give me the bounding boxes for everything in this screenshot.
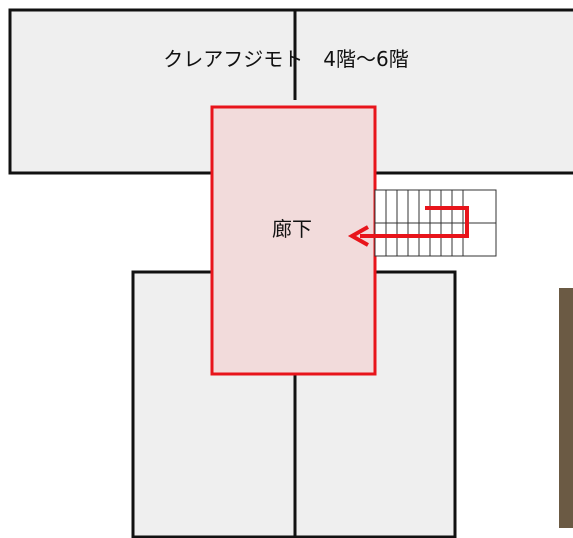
photo-thumbnail-edge: [559, 288, 573, 528]
building-label: クレアフジモト 4階～6階: [163, 47, 408, 71]
route-arrow-icon: [347, 206, 469, 247]
stairs-icon: [374, 189, 497, 257]
corridor-label: 廊下: [272, 217, 312, 241]
corridor: 廊下: [210, 105, 377, 376]
corridor-area: [210, 105, 377, 376]
route-path: [360, 206, 469, 238]
route-arrowhead: [347, 225, 369, 247]
